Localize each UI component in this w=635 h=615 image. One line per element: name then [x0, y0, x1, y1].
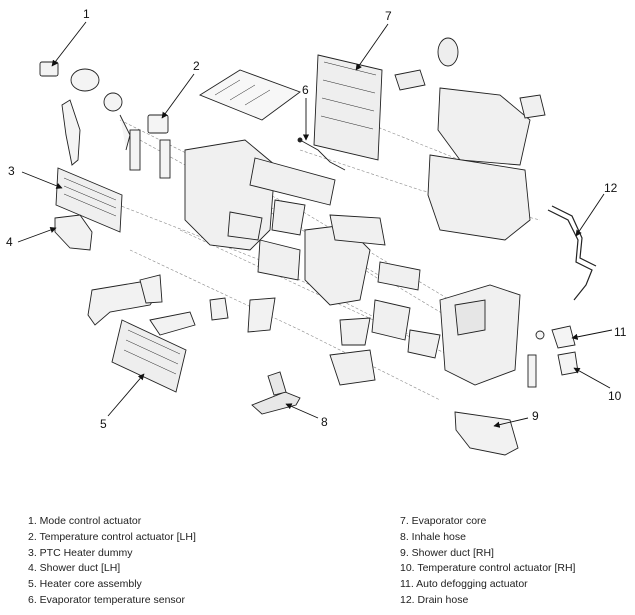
callout-leaders — [17, 21, 613, 428]
callout-6: 6 — [302, 83, 309, 97]
legend-left-column: 1. Mode control actuator 2. Temperature … — [28, 514, 196, 609]
air-duct-parts-drawing — [87, 274, 276, 336]
callout-3: 3 — [8, 164, 15, 178]
filter-tray-drawing — [199, 69, 301, 121]
ptc-heater-dummy-drawing — [55, 167, 123, 233]
callout-1: 1 — [83, 7, 90, 21]
inhale-hose-drawing — [251, 371, 301, 415]
evaporator-core-drawing — [313, 37, 459, 161]
evaporator-temp-sensor-drawing — [297, 137, 346, 171]
callout-2: 2 — [193, 59, 200, 73]
legend-item: 9. Shower duct [RH] — [400, 546, 494, 559]
hvac-housing-center-drawing — [304, 214, 441, 386]
legend-item: 5. Heater core assembly — [28, 578, 142, 591]
temperature-actuator-rh-drawing — [527, 351, 579, 388]
callout-11: 11 — [614, 325, 627, 339]
legend-item: 7. Evaporator core — [400, 515, 487, 527]
shower-duct-rh-drawing — [454, 411, 519, 456]
callout-7: 7 — [385, 9, 392, 23]
callout-10: 10 — [608, 389, 622, 403]
legend-item: 12. Drain hose — [400, 593, 469, 606]
heater-core-drawing — [111, 319, 187, 393]
legend-item: 11. Auto defogging actuator — [400, 578, 528, 591]
callout-8: 8 — [321, 415, 328, 429]
auto-defogging-actuator-drawing — [535, 325, 576, 349]
upper-case-drawing — [427, 87, 546, 241]
legend-item: 1. Mode control actuator — [28, 515, 142, 527]
hvac-housing-right-drawing — [439, 284, 521, 386]
callout-9: 9 — [532, 409, 539, 423]
callout-5: 5 — [100, 417, 107, 431]
legend-item: 2. Temperature control actuator [LH] — [28, 530, 196, 543]
exploded-parts-diagram: 1 2 3 4 5 6 7 8 9 10 11 12 — [6, 7, 627, 456]
temperature-actuator-lh-drawing — [129, 114, 171, 179]
shower-duct-lh-drawing — [54, 214, 93, 251]
drain-hose-drawing — [547, 205, 597, 301]
hvac-housing-left-drawing — [184, 139, 336, 281]
callout-numbers: 1 2 3 4 5 6 7 8 9 10 11 12 — [6, 7, 627, 431]
legend-item: 3. PTC Heater dummy — [28, 546, 133, 559]
legend-item: 8. Inhale hose — [400, 530, 466, 543]
callout-12: 12 — [604, 181, 618, 195]
callout-4: 4 — [6, 235, 13, 249]
legend-item: 10. Temperature control actuator [RH] — [400, 562, 576, 575]
legend-right-column: 7. Evaporator core 8. Inhale hose 9. Sho… — [400, 514, 575, 609]
legend-item: 4. Shower duct [LH] — [28, 562, 121, 575]
mode-control-actuator-drawing — [39, 61, 131, 166]
legend-item: 6. Evaporator temperature sensor — [28, 593, 185, 606]
